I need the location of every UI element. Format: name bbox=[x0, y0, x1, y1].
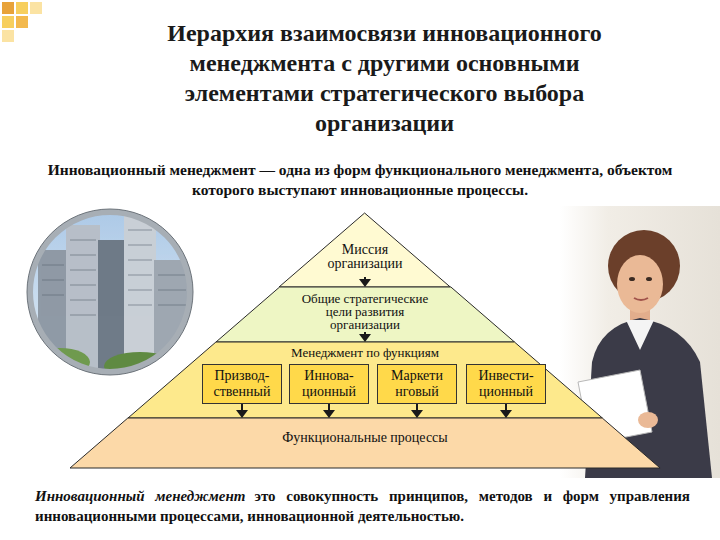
sky bbox=[20, 200, 200, 380]
function-box: Маркети нговый bbox=[377, 364, 457, 404]
functions-layer: Менеджмент по функциямПризвод- ственный И… bbox=[128, 342, 602, 418]
function-box: Призвод- ственный bbox=[202, 364, 282, 404]
windows bbox=[42, 230, 186, 315]
arrow-head bbox=[359, 334, 371, 342]
layer-label: Менеджмент по функциям bbox=[260, 346, 470, 360]
corner-squares bbox=[2, 2, 42, 42]
caption-lead: Инновационный менеджмент bbox=[35, 488, 245, 504]
tree bbox=[30, 348, 90, 376]
lens-ring bbox=[30, 212, 190, 372]
paper bbox=[578, 370, 652, 444]
process-layer: Функциональные процессы bbox=[70, 418, 660, 468]
layer-label: Миссия организации bbox=[319, 243, 411, 271]
arrow-head bbox=[236, 410, 248, 418]
woman-photo bbox=[560, 206, 720, 478]
arrow-connector bbox=[500, 404, 512, 418]
layer-outline bbox=[70, 418, 660, 468]
square bbox=[16, 2, 28, 14]
jacket bbox=[585, 318, 712, 478]
arrow-head bbox=[411, 410, 423, 418]
lens-ring bbox=[27, 209, 193, 375]
box-label: Инвести- ционный bbox=[469, 368, 543, 400]
arrow-connector bbox=[359, 277, 371, 287]
hand bbox=[589, 424, 611, 440]
mouth bbox=[634, 298, 648, 300]
layer-outline bbox=[216, 287, 515, 342]
neck bbox=[630, 300, 650, 324]
function-box: Иннова- ционный bbox=[289, 364, 369, 404]
box-label: Призвод- ственный bbox=[205, 368, 279, 400]
subtitle-text: Инновационный менеджмент — одна из форм … bbox=[20, 160, 700, 200]
box-label: Иннова- ционный bbox=[292, 368, 366, 400]
square bbox=[16, 16, 28, 28]
function-box: Инвести- ционный bbox=[466, 364, 546, 404]
building bbox=[154, 260, 190, 380]
square bbox=[2, 30, 14, 42]
building bbox=[66, 225, 100, 380]
eye bbox=[629, 277, 635, 281]
layer-outline bbox=[279, 213, 450, 287]
square bbox=[30, 2, 42, 14]
arrow-connector bbox=[359, 332, 371, 342]
city-lens-photo bbox=[20, 200, 200, 380]
layer-label: Функциональные процессы bbox=[250, 430, 480, 446]
arrow-head bbox=[500, 410, 512, 418]
arrow-connector bbox=[411, 404, 423, 418]
slide-title: Иерархия взаимосвязи инновационного мене… bbox=[122, 18, 647, 138]
building bbox=[124, 215, 156, 380]
arrow-connector bbox=[323, 404, 335, 418]
collar bbox=[626, 320, 654, 350]
building bbox=[38, 250, 68, 380]
hair bbox=[608, 230, 680, 302]
arrow-head bbox=[323, 410, 335, 418]
connector-line bbox=[328, 404, 330, 411]
face bbox=[617, 255, 663, 313]
layer-label: Общие стратегические цели развития орган… bbox=[290, 292, 440, 331]
connector-line bbox=[505, 404, 507, 411]
connector-line bbox=[241, 404, 243, 411]
tree bbox=[104, 352, 176, 380]
box-label: Маркети нговый bbox=[380, 368, 454, 400]
goals-layer: Общие стратегические цели развития орган… bbox=[216, 287, 515, 342]
eye bbox=[646, 277, 652, 281]
arrow-connector bbox=[236, 404, 248, 418]
square bbox=[2, 2, 14, 14]
mission-layer: Миссия организации bbox=[279, 213, 450, 287]
photo-ground bbox=[560, 206, 720, 478]
square bbox=[2, 16, 14, 28]
arrow-head bbox=[359, 279, 371, 287]
layer-outline bbox=[128, 342, 602, 418]
caption-paragraph: Инновационный менеджментэто совокупность… bbox=[35, 486, 690, 526]
building bbox=[98, 240, 126, 380]
connector-line bbox=[416, 404, 418, 411]
hand bbox=[638, 412, 658, 428]
